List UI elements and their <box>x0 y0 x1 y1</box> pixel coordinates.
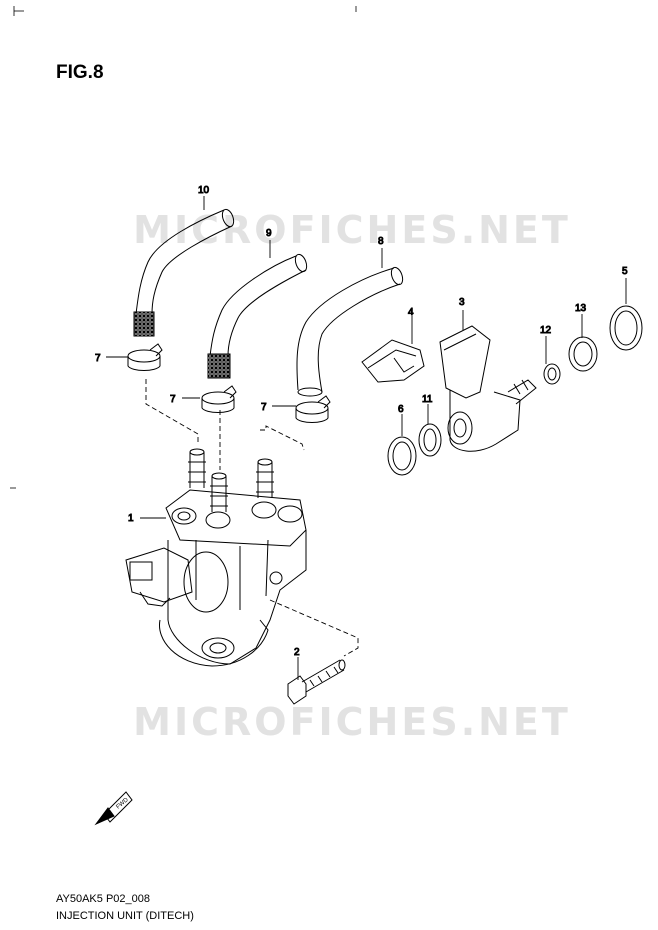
oring-6 <box>387 436 417 476</box>
clamp-7c <box>295 395 331 423</box>
leader-lines <box>106 196 627 680</box>
crop-marks <box>10 6 357 489</box>
clamp-7b <box>201 385 237 413</box>
callout-12: 12 <box>540 325 552 336</box>
washer-13 <box>568 336 598 372</box>
front-arrow-icon: FWD <box>94 791 133 826</box>
callout-10: 10 <box>198 185 210 196</box>
callout-9: 9 <box>266 228 272 239</box>
watermark-bottom: MICROFICHES.NET <box>133 700 571 744</box>
hose-9 <box>207 253 308 379</box>
callout-11: 11 <box>422 394 433 405</box>
callout-8: 8 <box>378 236 384 247</box>
oring-5 <box>609 305 643 351</box>
bracket-4 <box>361 339 425 383</box>
injector-3 <box>439 325 537 452</box>
injection-unit-1 <box>125 448 307 667</box>
watermark-top: MICROFICHES.NET <box>133 208 571 252</box>
oring-12 <box>543 363 561 385</box>
callout-7c: 7 <box>261 402 267 413</box>
callout-4: 4 <box>408 307 414 318</box>
hose-10 <box>133 208 235 337</box>
oring-11 <box>418 423 442 457</box>
callout-3: 3 <box>459 297 465 308</box>
hose-8 <box>296 266 404 397</box>
callout-6: 6 <box>398 404 404 415</box>
callout-5: 5 <box>622 266 628 277</box>
bolt-2 <box>287 659 346 705</box>
clamp-7a <box>127 343 163 371</box>
callout-7b: 7 <box>170 394 176 405</box>
diagram-title: INJECTION UNIT (DITECH) <box>56 910 194 922</box>
callout-7a: 7 <box>95 353 101 364</box>
callout-1: 1 <box>128 513 134 524</box>
callout-2: 2 <box>294 647 300 658</box>
diagram-code: AY50AK5 P02_008 <box>56 893 150 905</box>
callout-13: 13 <box>575 303 587 314</box>
figure-label: FIG.8 <box>56 62 104 83</box>
